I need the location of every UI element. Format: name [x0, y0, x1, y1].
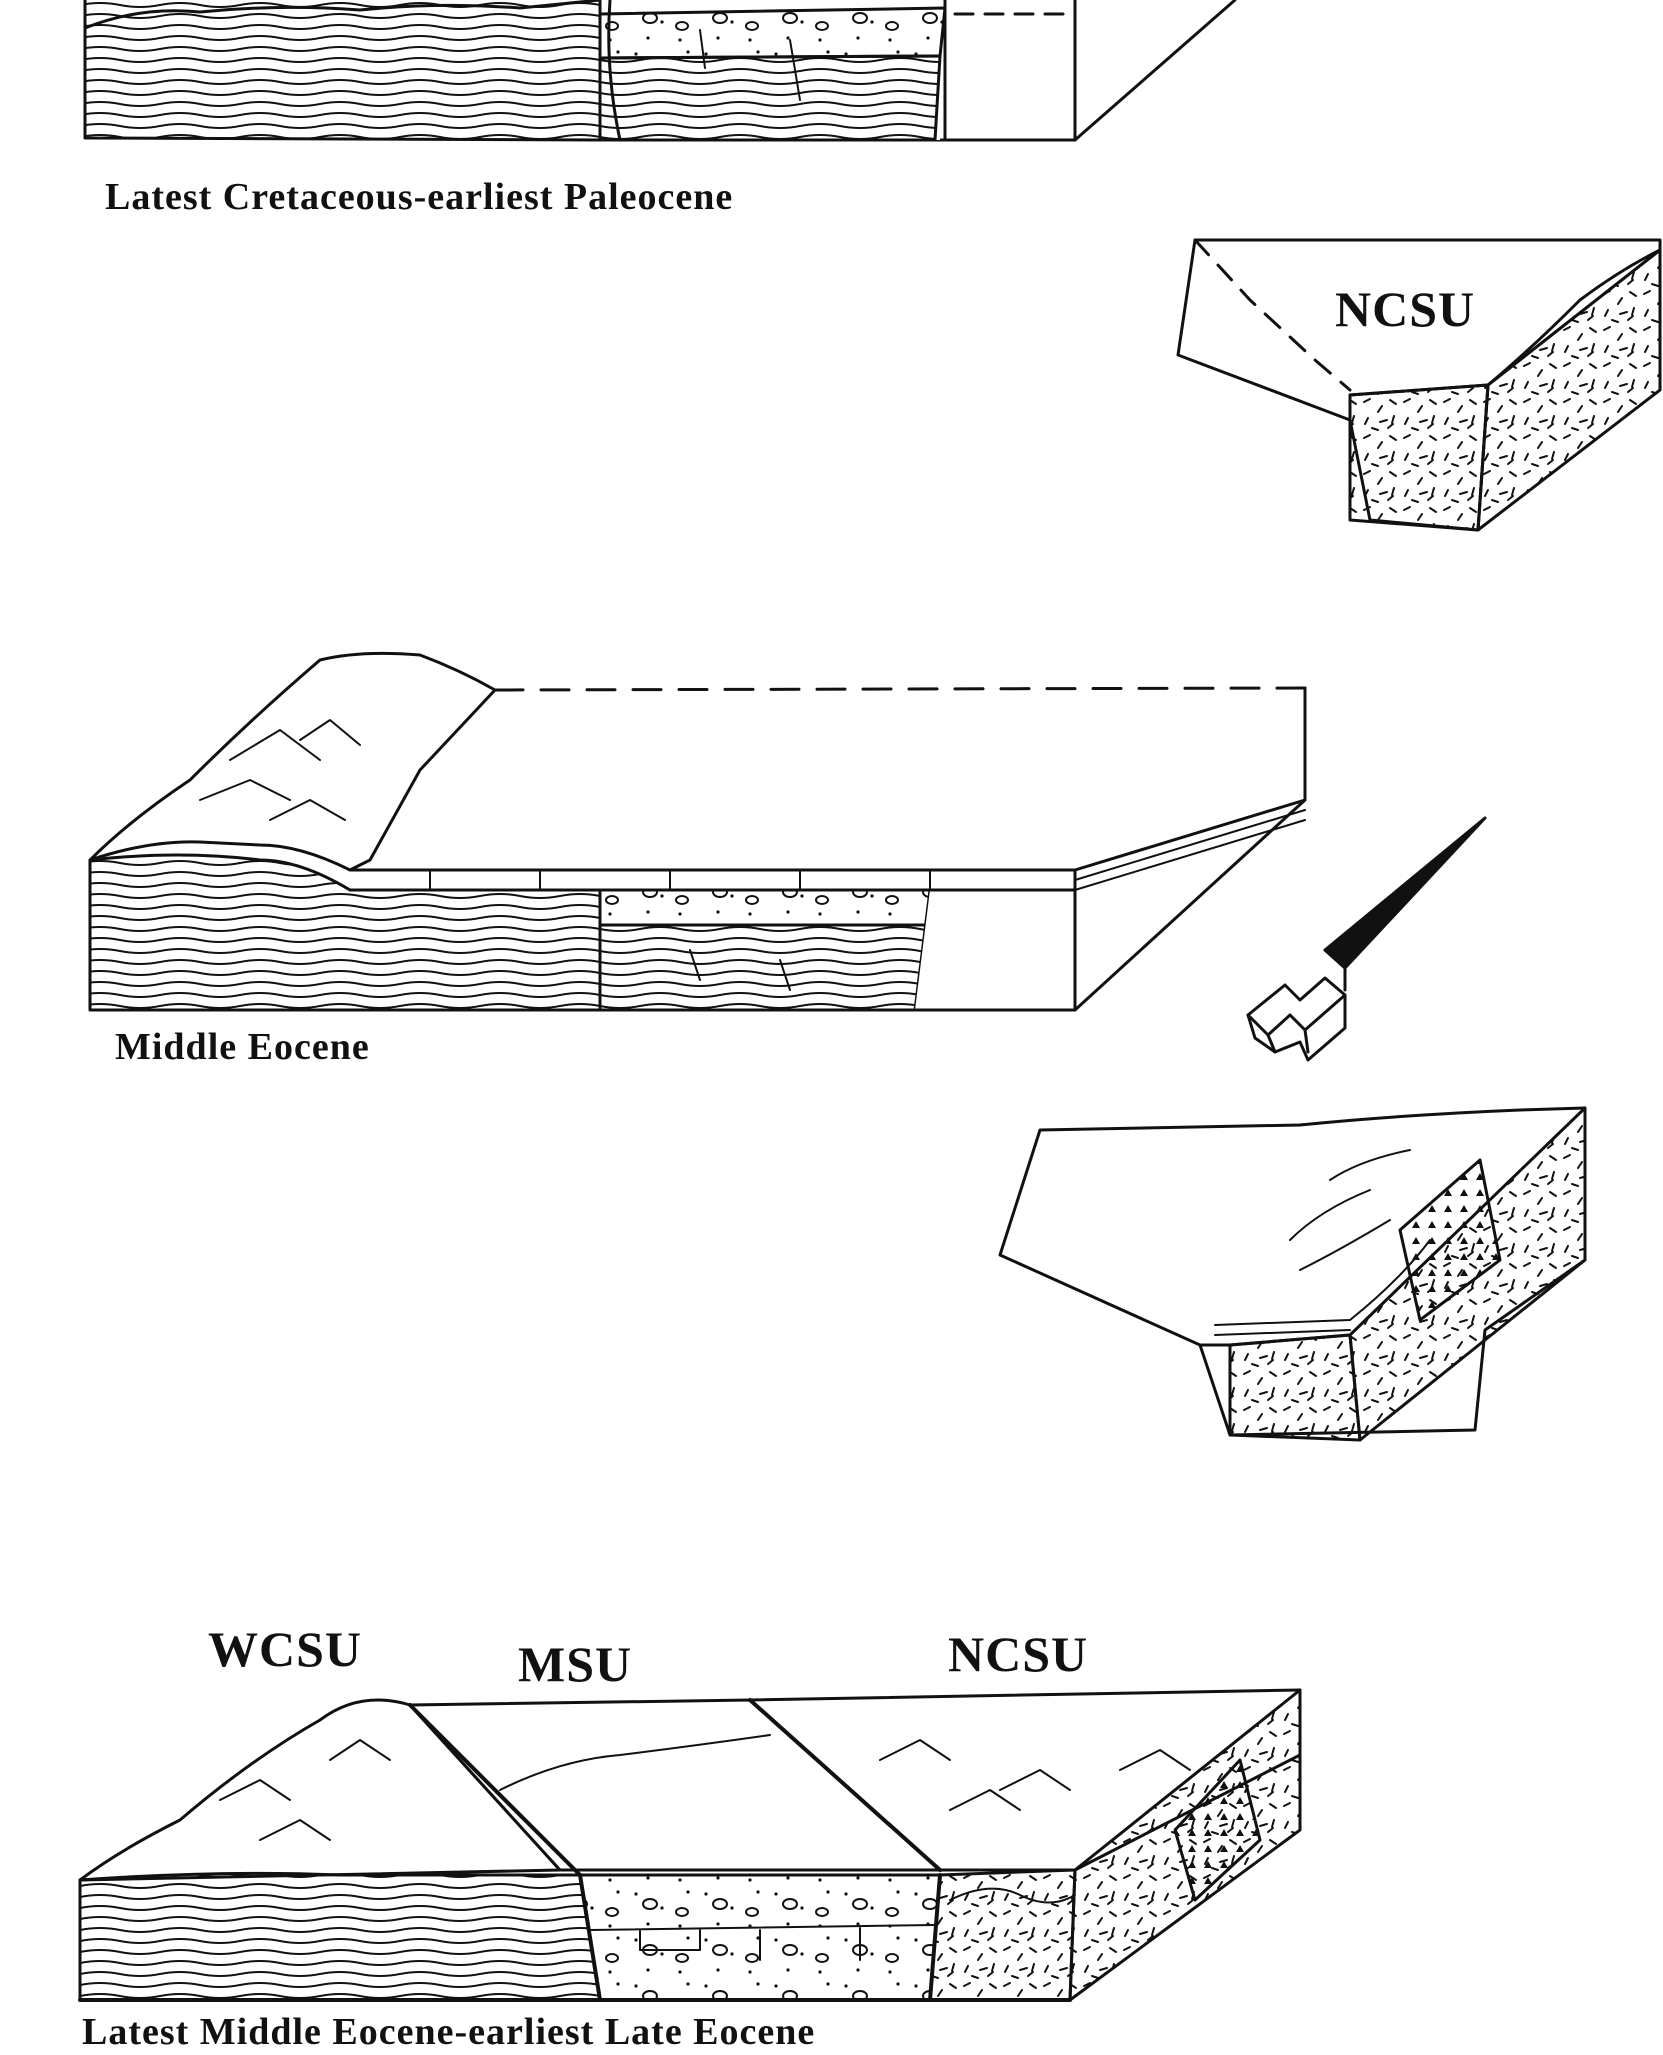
panel-2-ncsu-block: [998, 1106, 1587, 1442]
panel-1-ncsu-volcanic-side: [1476, 248, 1662, 532]
panel-1-block-diagram: [83, 0, 1237, 142]
panel-2-highlands: [88, 651, 497, 872]
panel-3-block-diagram: [78, 1688, 1302, 2002]
panel-1-ncsu-label: NCSU: [1335, 281, 1476, 337]
panel-2-caption: Middle Eocene: [115, 1026, 370, 1068]
panel-1-conglomerate: [598, 6, 947, 60]
panel-1-strata-west: [83, 0, 602, 142]
panel-2-strata-basin: [598, 923, 932, 1012]
panel-1-ncsu-volcanic-front: [1348, 383, 1490, 532]
panel-2-intrusive-body: [1398, 1158, 1502, 1322]
panel-2-block-diagram: [88, 651, 1307, 1012]
panel-3-wcsu-highlands: [78, 1698, 562, 1882]
panel-2-strata-west: [88, 853, 602, 1012]
panel-2-ncsu-volcanic-front: [1228, 1333, 1362, 1442]
panel-3-wcsu-label: WCSU: [208, 1621, 363, 1677]
panel-3-msu-label: MSU: [518, 1636, 633, 1692]
panel-1-caption: Latest Cretaceous-earliest Paleocene: [105, 176, 734, 218]
panel-3-wcsu-strata: [78, 1871, 602, 2002]
panel-3-caption: Latest Middle Eocene-earliest Late Eocen…: [82, 2011, 816, 2053]
panel-3-intrusive-body: [1173, 1758, 1262, 1902]
north-arrow: [1246, 816, 1487, 1062]
panel-3-ncsu-label: NCSU: [948, 1626, 1089, 1682]
panel-2-conglomerate: [598, 888, 932, 927]
panel-1-ncsu-block: [1176, 238, 1662, 532]
panel-1-strata-basin: [598, 54, 942, 142]
